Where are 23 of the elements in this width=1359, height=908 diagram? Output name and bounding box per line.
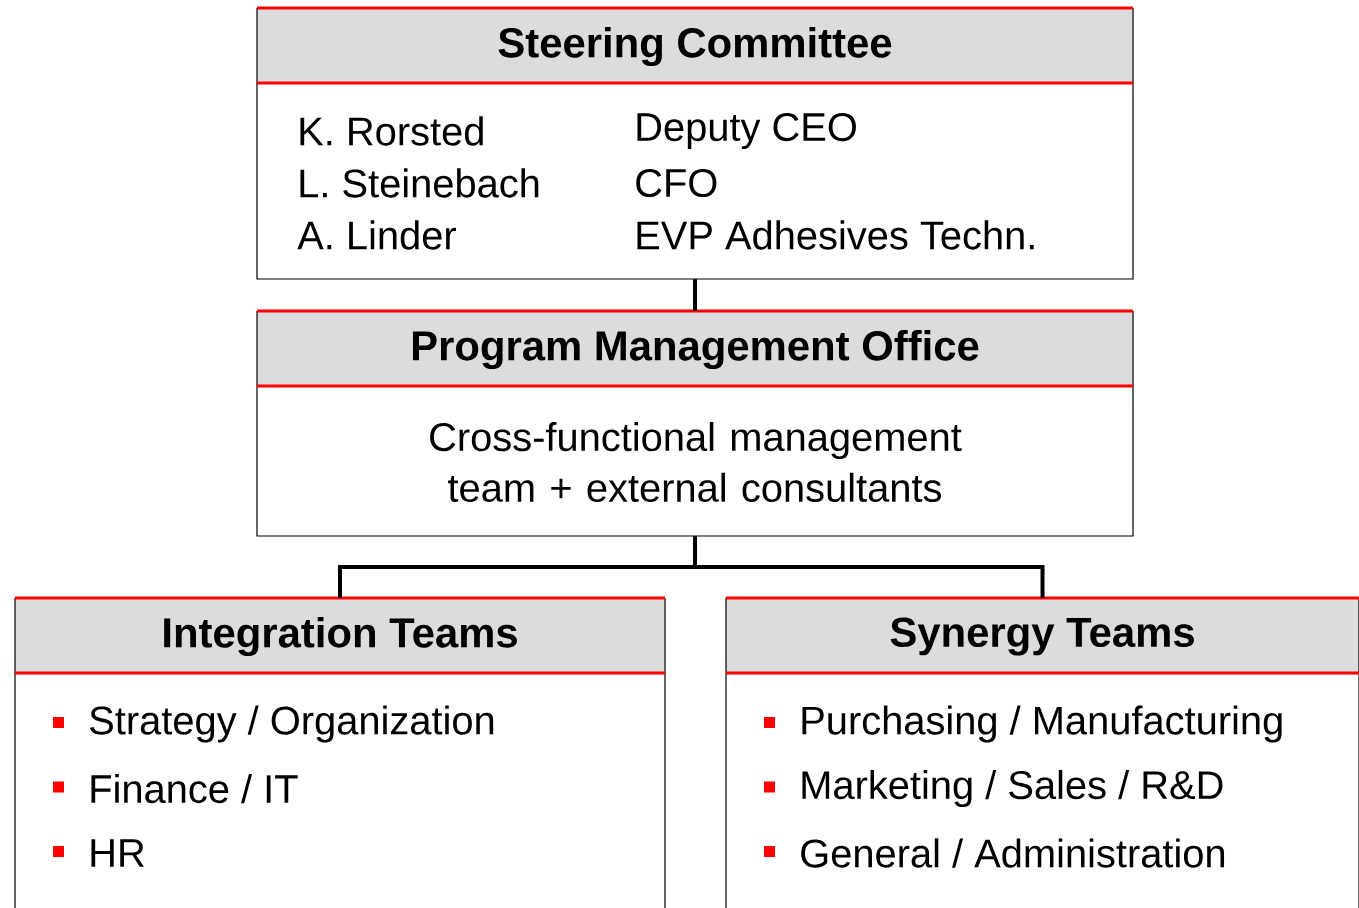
list-item: Strategy / Organization: [90, 705, 494, 743]
box-heading: Integration Teams: [164, 616, 517, 657]
connector-line: [693, 536, 1045, 598]
list-item: General / Administration: [801, 838, 1225, 868]
org-box: [256, 309, 1134, 537]
box-heading: Program Management Office: [412, 329, 979, 370]
org-box: [256, 6, 1134, 280]
list-item: Marketing / Sales / R&D: [802, 769, 1223, 808]
list-item: Finance / IT: [91, 773, 298, 804]
org-box: [14, 596, 666, 908]
box-description: Cross-functional management team + external consultants: [430, 421, 962, 503]
member-role: Deputy CEO: [637, 112, 856, 150]
connector-line: [693, 279, 697, 311]
org-box: [725, 596, 1359, 908]
member-name: K. Rorsted: [300, 116, 483, 146]
list-item: Purchasing / Manufacturing: [802, 705, 1282, 743]
member-role: EVP Adhesives Techn.: [637, 220, 1034, 250]
member-role: CFO: [636, 168, 717, 198]
box-heading: Steering Committee: [498, 26, 892, 67]
member-name: A. Linder: [297, 220, 456, 250]
list-item: HR: [91, 839, 144, 867]
member-name: L. Steinebach: [300, 168, 539, 198]
box-heading: Synergy Teams: [890, 617, 1194, 656]
